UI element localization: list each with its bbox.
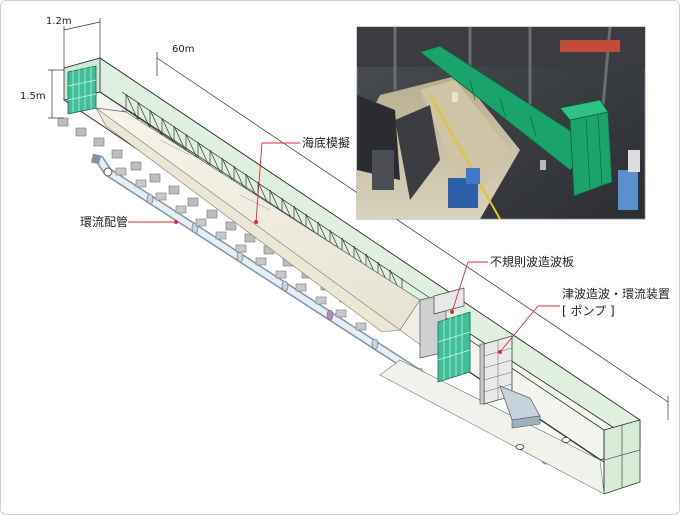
label-circulation-pipe: 環流配管 xyxy=(80,214,128,229)
label-tsunami-device: 津波造波・環流装置 xyxy=(562,287,670,301)
floor-drains xyxy=(515,437,571,450)
dim-length-label: 60m xyxy=(172,44,194,55)
front-support-blocks xyxy=(115,167,367,331)
callout-leaders xyxy=(128,142,560,353)
dimension-lines xyxy=(48,18,669,420)
callout-dots xyxy=(174,220,502,354)
irregular-wave-maker xyxy=(419,287,471,383)
seabed-model xyxy=(94,107,605,495)
experimental-flume-photo xyxy=(356,26,646,220)
dim-width-label: 1.2m xyxy=(46,16,72,27)
label-irregular-wave-plate: 不規則波造波板 xyxy=(490,254,574,269)
left-wave-unit xyxy=(67,65,97,115)
dim-height-label: 1.5m xyxy=(20,91,46,102)
pump-tower xyxy=(479,335,541,429)
label-seabed-model: 海底模擬 xyxy=(302,135,350,150)
label-pump: [ ポンプ ] xyxy=(562,304,615,318)
